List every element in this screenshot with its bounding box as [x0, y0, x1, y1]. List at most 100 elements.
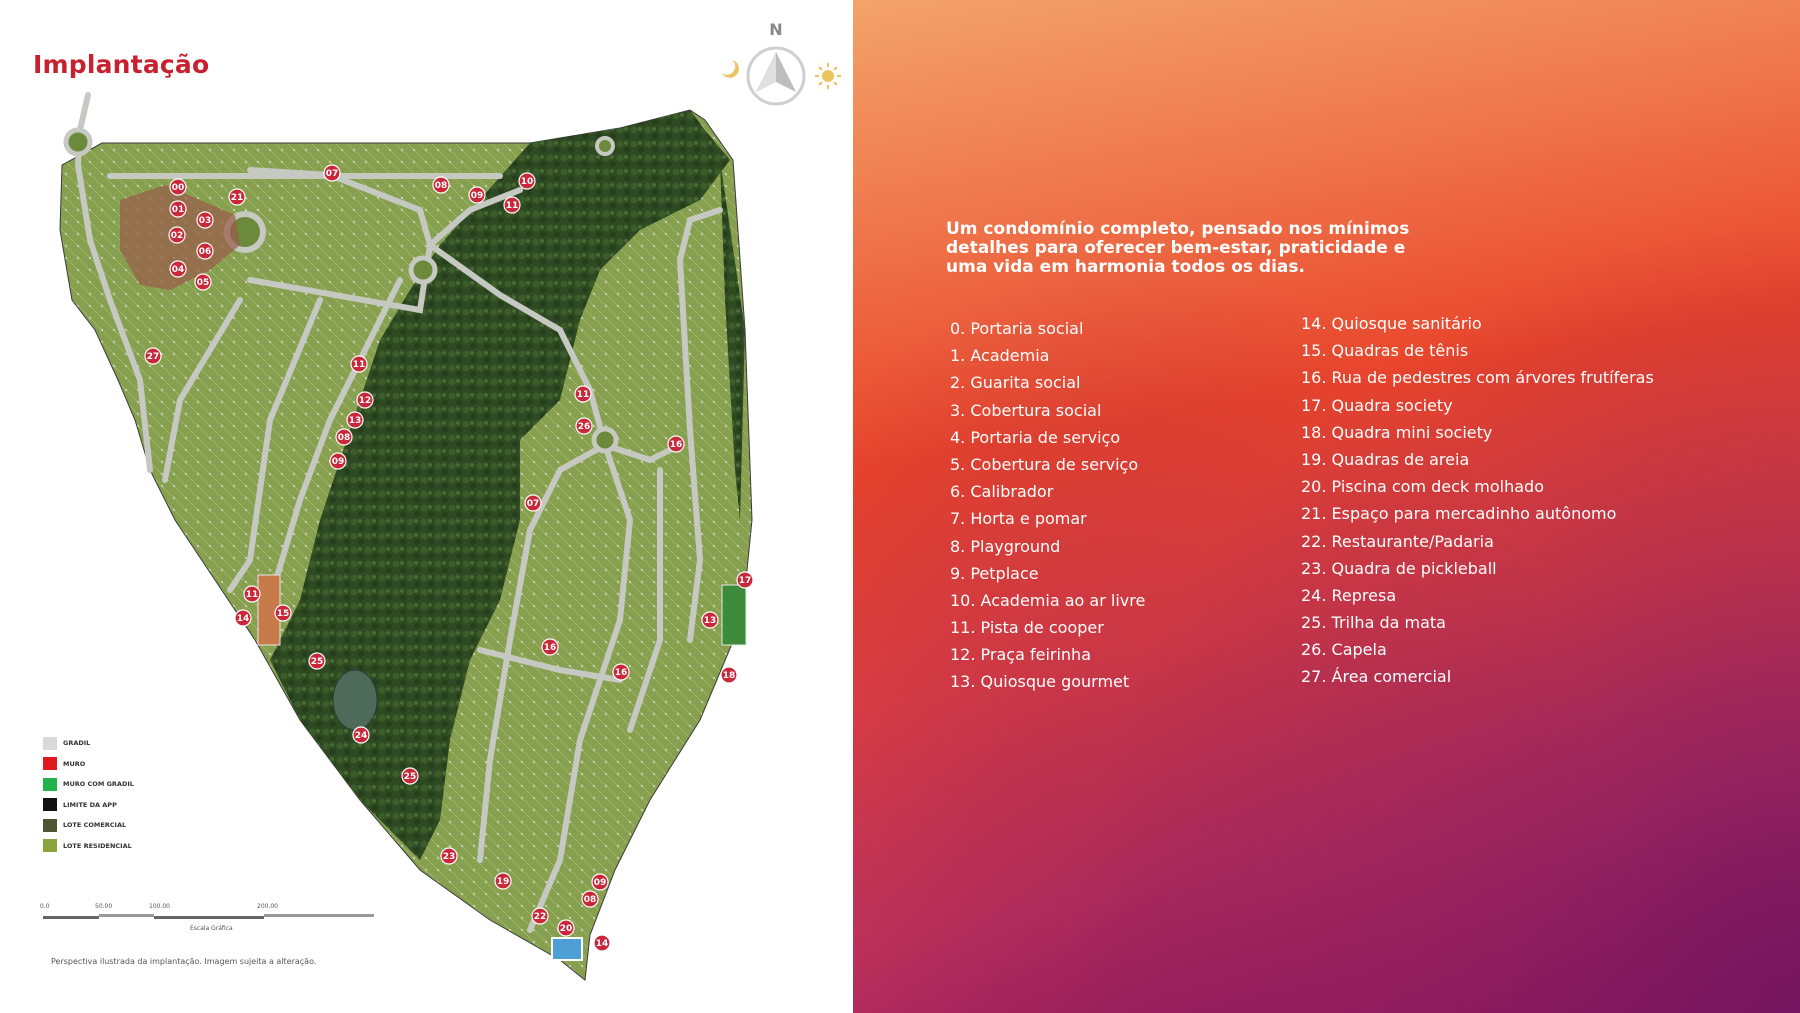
legend-item: LOTE RESIDENCIAL [43, 836, 134, 857]
disclaimer: Perspectiva ilustrada da implantação. Im… [51, 957, 317, 966]
map-marker-label: 08 [435, 181, 448, 191]
map-marker[interactable]: 11 [574, 385, 592, 403]
amenity-item: 15. Quadras de tênis [1301, 341, 1469, 361]
map-marker[interactable]: 01 [169, 200, 187, 218]
map-marker-label: 17 [739, 576, 752, 586]
map-marker[interactable]: 06 [196, 242, 214, 260]
map-marker[interactable]: 11 [503, 196, 521, 214]
map-marker[interactable]: 19 [494, 872, 512, 890]
map-marker[interactable]: 16 [667, 435, 685, 453]
map-marker[interactable]: 14 [593, 934, 611, 952]
legend-swatch [43, 757, 57, 771]
amenity-item: 9. Petplace [950, 563, 1039, 583]
map-marker[interactable]: 27 [144, 347, 162, 365]
sports-court [721, 584, 747, 646]
pool [551, 937, 583, 961]
map-marker-label: 16 [544, 643, 557, 653]
map-marker[interactable]: 11 [243, 585, 261, 603]
map-marker[interactable]: 17 [736, 571, 754, 589]
markers-layer[interactable]: 0001020304050621070809101127111213080911… [144, 164, 754, 952]
map-marker[interactable]: 25 [401, 767, 419, 785]
intro-line: uma vida em harmonia todos os dias. [946, 257, 1305, 277]
map-marker[interactable]: 13 [346, 411, 364, 429]
forest-area-east [720, 160, 745, 520]
map-marker-label: 09 [594, 878, 607, 888]
amenity-item: 10. Academia ao ar livre [950, 590, 1146, 610]
map-marker[interactable]: 05 [194, 273, 212, 291]
map-marker[interactable]: 09 [329, 452, 347, 470]
map-marker-label: 23 [443, 852, 456, 862]
map-marker[interactable]: 07 [323, 164, 341, 182]
map-marker-label: 08 [338, 433, 351, 443]
map-marker[interactable]: 20 [557, 919, 575, 937]
map-marker[interactable]: 22 [531, 907, 549, 925]
map-marker-label: 11 [577, 390, 590, 400]
amenity-item: 1. Academia [950, 346, 1050, 366]
map-marker-label: 14 [237, 614, 250, 624]
roundabout [408, 255, 438, 285]
amenity-item: 18. Quadra mini society [1301, 422, 1493, 442]
legend-swatch [43, 818, 57, 832]
amenity-item: 3. Cobertura social [950, 400, 1102, 420]
scale-tick: 200.00 [257, 903, 278, 910]
map-marker[interactable]: 08 [581, 890, 599, 908]
map-marker[interactable]: 12 [356, 391, 374, 409]
map-marker[interactable]: 16 [612, 663, 630, 681]
amenity-item: 20. Piscina com deck molhado [1301, 477, 1544, 497]
amenity-item: 22. Restaurante/Padaria [1301, 531, 1494, 551]
map-marker[interactable]: 08 [335, 428, 353, 446]
map-marker[interactable]: 26 [575, 417, 593, 435]
map-marker[interactable]: 16 [541, 638, 559, 656]
amenity-item: 2. Guarita social [950, 373, 1081, 393]
map-marker[interactable]: 10 [518, 172, 536, 190]
map-marker[interactable]: 25 [308, 652, 326, 670]
map-marker[interactable]: 07 [524, 494, 542, 512]
map-marker[interactable]: 09 [591, 873, 609, 891]
map-marker-label: 27 [147, 352, 160, 362]
map-marker-label: 00 [172, 183, 185, 193]
map-marker[interactable]: 23 [440, 847, 458, 865]
map-marker[interactable]: 00 [169, 178, 187, 196]
map-marker-label: 11 [353, 360, 366, 370]
sun-icon [815, 63, 841, 89]
map-marker[interactable]: 21 [228, 188, 246, 206]
site-plan-map[interactable]: 0001020304050621070809101127111213080911… [0, 0, 853, 1013]
map-marker[interactable]: 02 [168, 226, 186, 244]
scale-label: Escala Gráfica [190, 925, 233, 932]
intro-text: Um condomínio completo, pensado nos míni… [946, 220, 1466, 277]
amenity-item: 26. Capela [1301, 640, 1387, 660]
map-marker[interactable]: 13 [701, 611, 719, 629]
map-marker-label: 19 [497, 877, 510, 887]
amenity-item: 7. Horta e pomar [950, 509, 1087, 529]
amenity-item: 16. Rua de pedestres com árvores frutífe… [1301, 368, 1654, 388]
map-marker-label: 08 [584, 895, 597, 905]
map-marker[interactable]: 08 [432, 176, 450, 194]
map-marker[interactable]: 15 [274, 604, 292, 622]
legend-label: LIMITE DA APP [63, 800, 117, 809]
map-marker-label: 13 [349, 416, 362, 426]
map-marker[interactable]: 09 [468, 186, 486, 204]
compass-icon [746, 46, 806, 106]
map-marker-label: 13 [704, 616, 717, 626]
amenity-item: 0. Portaria social [950, 319, 1084, 338]
map-marker[interactable]: 03 [196, 211, 214, 229]
amenity-item: 13. Quiosque gourmet [950, 672, 1130, 692]
north-label: N [769, 20, 782, 39]
map-marker[interactable]: 14 [234, 609, 252, 627]
map-marker-label: 09 [471, 191, 484, 201]
map-marker[interactable]: 24 [352, 726, 370, 744]
legend-label: LOTE COMERCIAL [63, 821, 127, 830]
map-marker-label: 16 [615, 668, 628, 678]
map-marker[interactable]: 18 [720, 666, 738, 684]
map-marker[interactable]: 11 [350, 355, 368, 373]
page-title: Implantação [33, 50, 210, 79]
map-marker-label: 14 [596, 939, 609, 949]
map-marker-label: 10 [521, 177, 534, 187]
map-marker[interactable]: 04 [169, 260, 187, 278]
amenity-item: 14. Quiosque sanitário [1301, 314, 1482, 333]
amenity-item: 25. Trilha da mata [1301, 613, 1446, 633]
map-marker-label: 21 [231, 193, 244, 203]
